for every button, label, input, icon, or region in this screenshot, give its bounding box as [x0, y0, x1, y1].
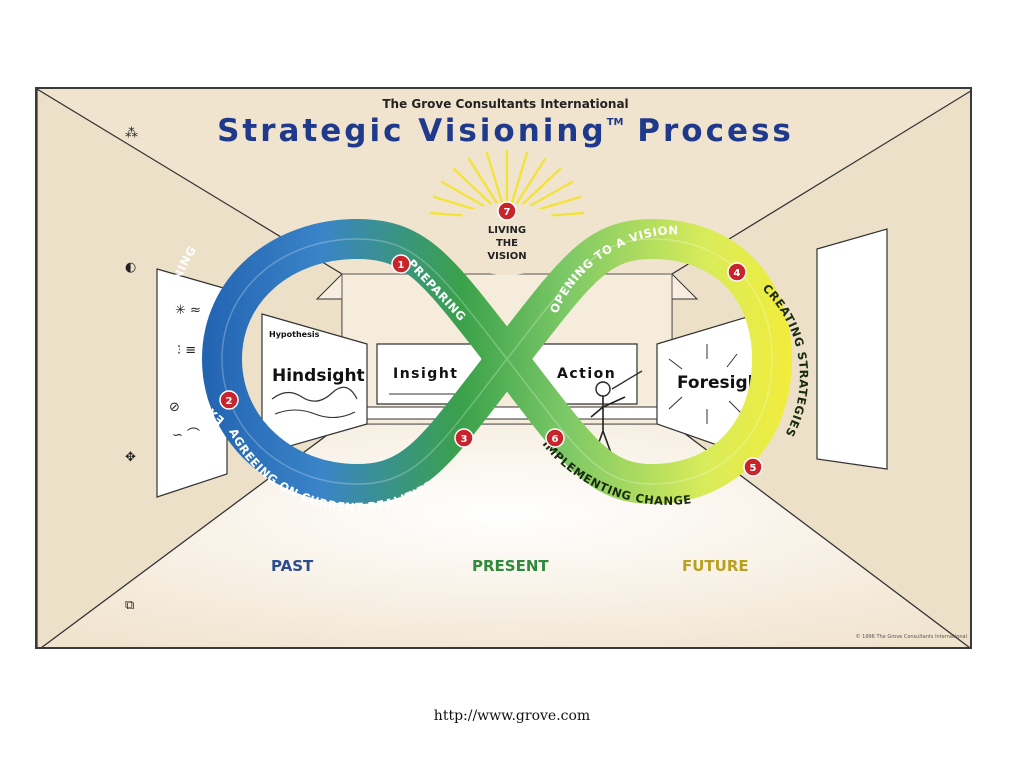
svg-text:7: 7: [504, 207, 511, 218]
svg-text:∽ ⌒: ∽ ⌒: [172, 428, 200, 443]
step-badge-1: 1: [391, 254, 411, 274]
living-line-1: LIVING: [487, 225, 527, 236]
sparkle-icon: ⁂: [125, 126, 138, 141]
foresight-label: Foresight: [677, 373, 768, 393]
svg-text:⁝ ≡: ⁝ ≡: [177, 343, 196, 358]
action-label: Action: [557, 366, 616, 382]
svg-text:4: 4: [734, 268, 741, 279]
living-line-3: VISION: [487, 251, 527, 262]
insight-frame: Insight: [376, 343, 483, 405]
svg-text:3: 3: [461, 434, 468, 445]
visioning-diagram: ✳ ≈ ⁝ ≡ ⊘ ∽ ⌒ Hypothesis Hindsight Insig…: [37, 89, 970, 647]
step-badge-3: 3: [454, 428, 474, 448]
svg-text:5: 5: [750, 463, 757, 474]
diagram-slide: ✳ ≈ ⁝ ≡ ⊘ ∽ ⌒ Hypothesis Hindsight Insig…: [35, 87, 972, 649]
diagram-title: Strategic VisioningTM Process: [37, 113, 970, 149]
svg-text:2: 2: [226, 396, 233, 407]
infinity-loop: [201, 218, 793, 505]
step-badge-6: 6: [545, 428, 565, 448]
copyright-notice: © 1996 The Grove Consultants Internation…: [855, 634, 967, 640]
source-url: http://www.grove.com: [433, 708, 591, 724]
title-text: Strategic Visioning: [217, 113, 607, 149]
present-label: PRESENT: [472, 557, 549, 575]
living-the-vision-label: LIVING THE VISION: [457, 224, 557, 263]
svg-text:1: 1: [398, 260, 405, 271]
svg-text:6: 6: [552, 434, 559, 445]
svg-text:✳ ≈: ✳ ≈: [175, 303, 201, 318]
future-label: FUTURE: [682, 557, 749, 575]
hindsight-small-label: Hypothesis: [269, 330, 320, 339]
title-suffix: Process: [637, 113, 794, 149]
hindsight-label: Hindsight: [272, 366, 365, 386]
cross-arrows-icon: ✥: [125, 450, 136, 465]
organization-name: The Grove Consultants International: [382, 97, 629, 111]
living-line-2: THE: [495, 238, 519, 249]
step-badge-5: 5: [743, 457, 763, 477]
hindsight-frame: Hypothesis Hindsight: [261, 313, 368, 455]
insight-label: Insight: [393, 366, 459, 382]
copy-icon: ⧉: [125, 598, 134, 613]
step-badge-4: 4: [727, 262, 747, 282]
half-circle-icon: ◐: [125, 260, 136, 275]
svg-text:⊘: ⊘: [169, 400, 180, 415]
foresight-frame: Foresight: [656, 313, 768, 460]
step-badge-2: 2: [219, 390, 239, 410]
right-wall-panel: [816, 228, 888, 470]
step-badge-7: 7: [497, 201, 517, 221]
trademark-mark: TM: [606, 117, 624, 128]
past-label: PAST: [271, 557, 314, 575]
